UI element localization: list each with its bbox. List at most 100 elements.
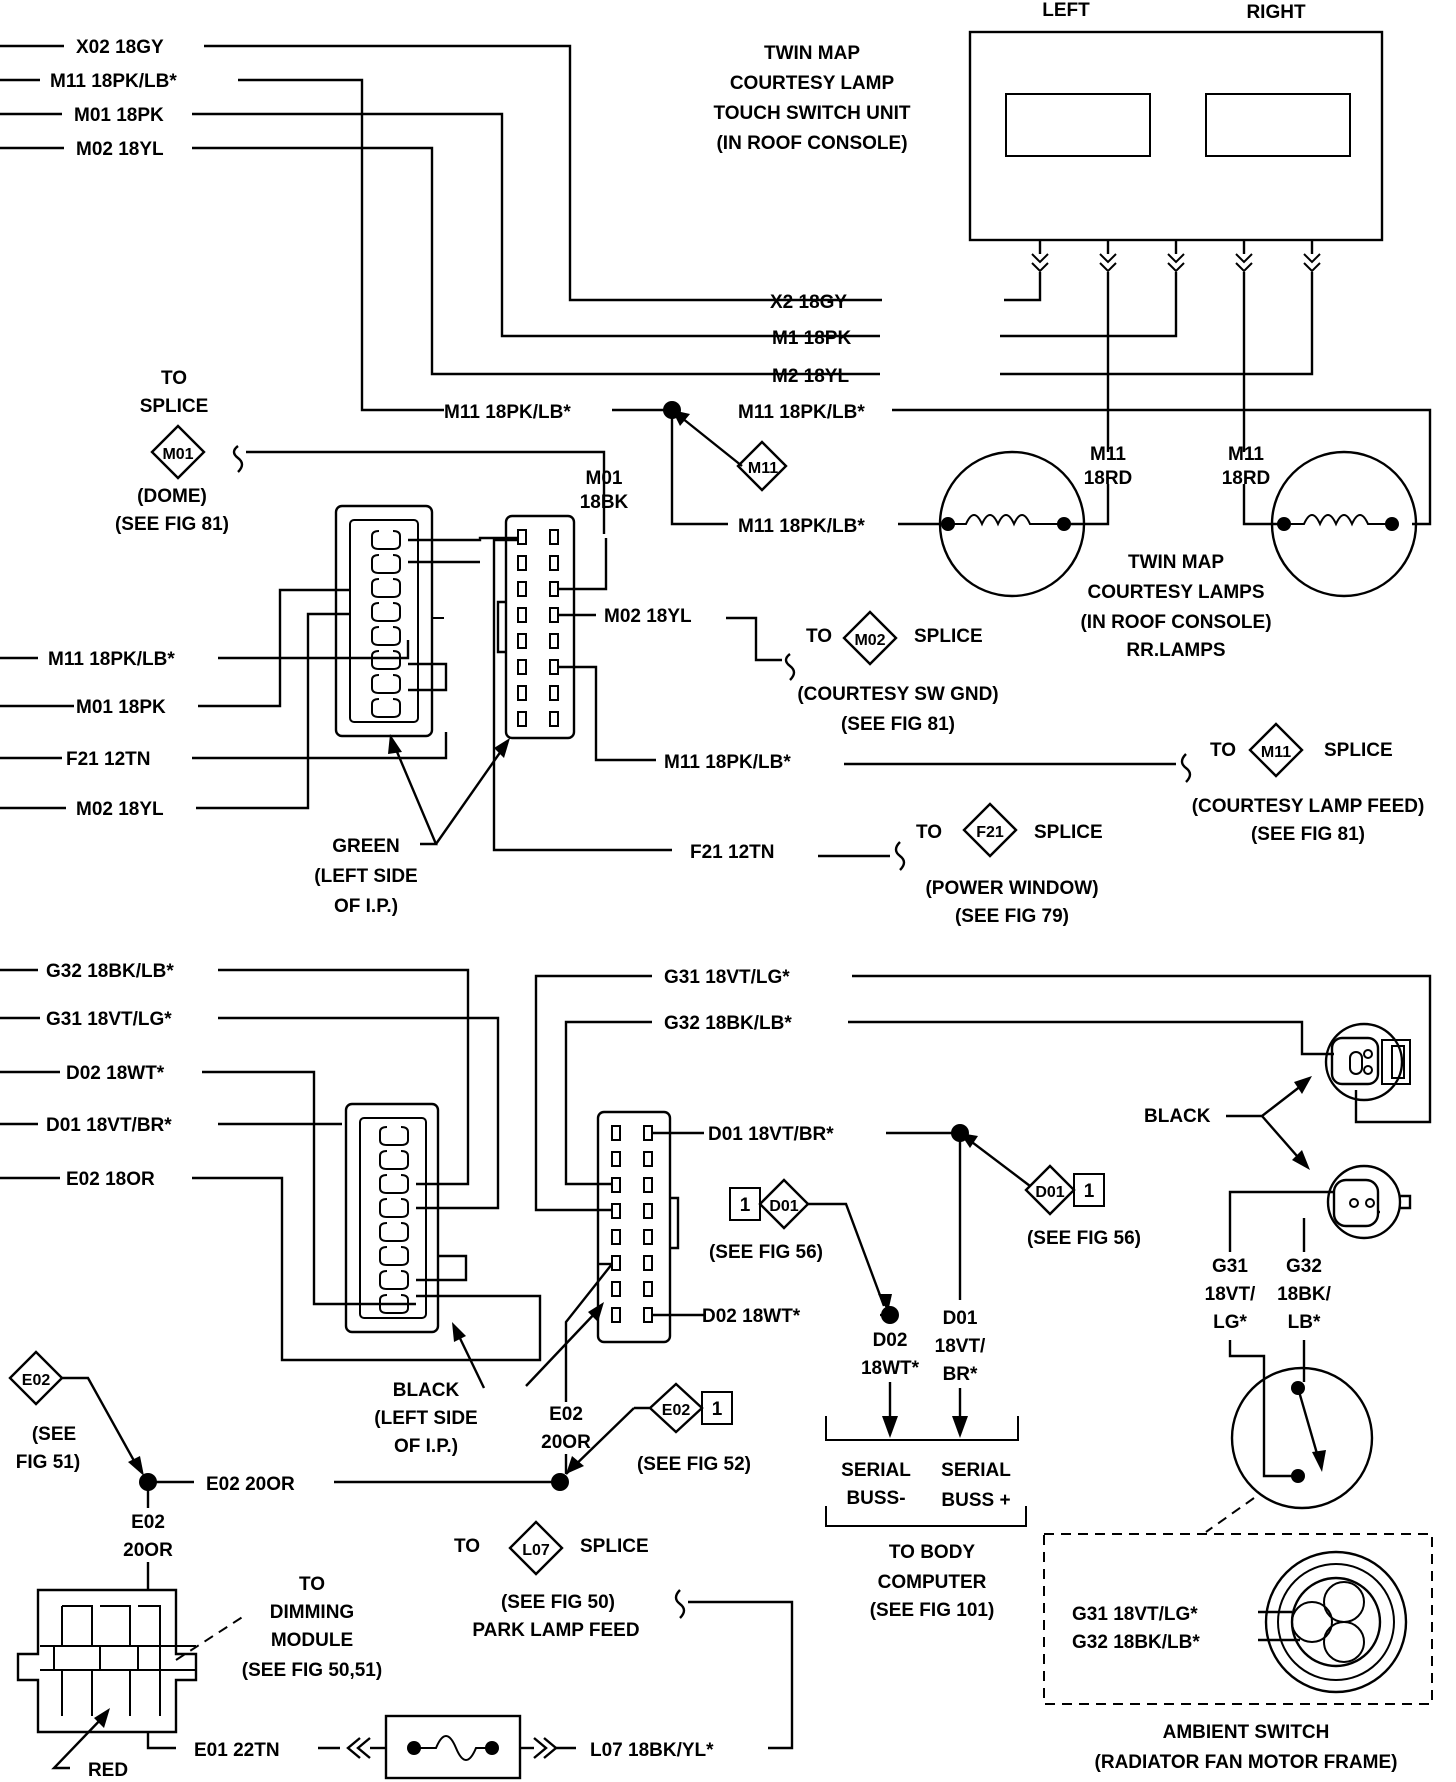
dome-fig: (SEE FIG 81)	[115, 514, 229, 535]
e02-left-see-2: FIG 51)	[16, 1452, 80, 1473]
e02-network: E02 (SEE FIG 51) E02 20OR E02 1 (SEE FIG…	[8, 1350, 751, 1590]
wire-m01-label: M01 18PK	[74, 105, 164, 126]
to-body-3: (SEE FIG 101)	[870, 1600, 995, 1621]
ambient-g31-1: G31	[1212, 1256, 1248, 1277]
m11s-to: TO	[1210, 740, 1236, 761]
ambient-g32-1: G32	[1286, 1256, 1322, 1277]
m02-to: TO	[806, 626, 832, 647]
switch-title-4: (IN ROOF CONSOLE)	[716, 133, 907, 154]
upper-m02-right: M02 18YL	[604, 606, 692, 627]
black-color: BLACK	[393, 1380, 460, 1401]
lower-e02-down-1: E02	[549, 1404, 583, 1425]
l07-splice-word: SPLICE	[580, 1536, 649, 1557]
dimming-4: (SEE FIG 50,51)	[242, 1660, 382, 1681]
m11s-desc: (COURTESY LAMP FEED)	[1192, 796, 1425, 817]
wire-x2-label: X2 18GY	[770, 292, 847, 313]
serial-d01-2: 18VT/	[935, 1336, 986, 1357]
lower-right-g31: G31 18VT/LG*	[664, 967, 790, 988]
dome-to: TO	[161, 368, 187, 389]
ambient-g32-3: LB*	[1288, 1312, 1321, 1333]
e02-left-wire: E02 20OR	[206, 1474, 295, 1495]
black-ip: OF I.P.)	[394, 1436, 458, 1457]
wire-m2-label: M2 18YL	[772, 366, 849, 387]
serial-plus-2: BUSS +	[941, 1490, 1010, 1511]
green-color: GREEN	[332, 836, 400, 857]
l07-desc: PARK LAMP FEED	[472, 1620, 639, 1641]
m02-desc: (COURTESY SW GND)	[797, 684, 998, 705]
upper-f21-right: F21 12TN	[690, 842, 774, 863]
lower-connector-black: G32 18BK/LB* G31 18VT/LG* D02 18WT* D01 …	[0, 961, 834, 1457]
switch-title-2: COURTESY LAMP	[730, 73, 895, 94]
m02-splice-word: SPLICE	[914, 626, 983, 647]
f21-fig: (SEE FIG 79)	[955, 906, 1069, 927]
wire-x02-label: X02 18GY	[76, 37, 164, 58]
serial-minus-2: BUSS-	[846, 1488, 905, 1509]
lower-left-g32: G32 18BK/LB*	[46, 961, 174, 982]
left-label: LEFT	[1042, 0, 1090, 21]
f21-desc: (POWER WINDOW)	[925, 878, 1098, 899]
top-left-wires: X02 18GY M11 18PK/LB* M01 18PK M02 18YL	[0, 37, 882, 412]
upper-left-m02: M02 18YL	[76, 799, 164, 820]
dimming-3: MODULE	[271, 1630, 353, 1651]
bottom-fuse-wires: E01 22TN L07 18BK/YL*	[194, 1714, 714, 1780]
serial-d02-2: 18WT*	[861, 1358, 920, 1379]
dome-tag: M01	[162, 446, 193, 463]
ambient-switch: BLACK G31 18VT/ LG* G32 18BK/ LB* G31 18…	[848, 974, 1433, 1773]
ambient-black: BLACK	[1144, 1106, 1211, 1127]
lower-left-d02: D02 18WT*	[66, 1063, 165, 1084]
ambient-g32-2: 18BK/	[1277, 1284, 1332, 1305]
switch-title-1: TWIN MAP	[764, 43, 860, 64]
lower-e02-down-2: 20OR	[541, 1432, 591, 1453]
ambient-title-1: AMBIENT SWITCH	[1163, 1722, 1330, 1743]
dimming-2: DIMMING	[270, 1602, 354, 1623]
m02-fig: (SEE FIG 81)	[841, 714, 955, 735]
green-ip: OF I.P.)	[334, 896, 398, 917]
dimming-1: TO	[299, 1574, 325, 1595]
m11s-fig: (SEE FIG 81)	[1251, 824, 1365, 845]
m11-lower-label: M11 18PK/LB*	[738, 516, 865, 537]
ambient-conn-g32: G32 18BK/LB*	[1072, 1632, 1200, 1653]
e02-left-down-2: 20OR	[123, 1540, 173, 1561]
lower-right-d02: D02 18WT*	[702, 1306, 801, 1327]
wire-m11-label: M11 18PK/LB*	[50, 71, 177, 92]
d01-right-fig: (SEE FIG 56)	[1027, 1228, 1141, 1249]
m11-splice: TO M11 SPLICE (COURTESY LAMP FEED) (SEE …	[844, 722, 1425, 845]
m11-left-label: M11 18PK/LB*	[444, 402, 571, 423]
upper-m01-top-1: M01	[586, 468, 623, 489]
lamp-right-wire-1: M11	[1228, 444, 1264, 465]
serial-bus: D01 1 (SEE FIG 56) 1 D01 (SEE FIG 56) D0…	[709, 1124, 1141, 1621]
lamps-title-1: TWIN MAP	[1128, 552, 1224, 573]
upper-m01-top-2: 18BK	[580, 492, 629, 513]
m11s-splice-word: SPLICE	[1324, 740, 1393, 761]
lamps-title-2: COURTESY LAMPS	[1087, 582, 1264, 603]
right-label: RIGHT	[1246, 2, 1306, 23]
e02-left-see-1: (SEE	[32, 1424, 76, 1445]
serial-plus-1: SERIAL	[941, 1460, 1011, 1481]
e02-right-fig: (SEE FIG 52)	[637, 1454, 751, 1475]
wire-m02-label: M02 18YL	[76, 139, 164, 160]
lamps-title-4: RR.LAMPS	[1126, 640, 1225, 661]
lower-left-d01: D01 18VT/BR*	[46, 1115, 172, 1136]
e02-left-tag: E02	[22, 1372, 51, 1389]
serial-d01-3: BR*	[943, 1364, 978, 1385]
m02-tag: M02	[854, 632, 885, 649]
courtesy-lamps: M11 18RD M11 18RD TWIN MAP COURTESY LAMP…	[938, 444, 1418, 661]
serial-d01-1: D01	[943, 1308, 978, 1329]
l07-tag: L07	[522, 1542, 550, 1559]
d01-right-num: 1	[1084, 1181, 1095, 1202]
m11-right-label: M11 18PK/LB*	[738, 402, 865, 423]
d01-left-fig: (SEE FIG 56)	[709, 1242, 823, 1263]
upper-m11-right: M11 18PK/LB*	[664, 752, 791, 773]
upper-left-m01: M01 18PK	[76, 697, 166, 718]
m11s-tag: M11	[1261, 744, 1291, 761]
dome-splice: TO SPLICE M01 (DOME) (SEE FIG 81)	[115, 368, 606, 535]
lamp-right-wire-2: 18RD	[1222, 468, 1271, 489]
to-body-1: TO BODY	[889, 1542, 976, 1563]
ambient-g31-3: LG*	[1213, 1312, 1247, 1333]
dome-label: (DOME)	[137, 486, 207, 507]
lamps-title-3: (IN ROOF CONSOLE)	[1080, 612, 1271, 633]
switch-title-3: TOUCH SWITCH UNIT	[713, 103, 910, 124]
wire-m1-label: M1 18PK	[772, 328, 851, 349]
l07-fig: (SEE FIG 50)	[501, 1592, 615, 1613]
